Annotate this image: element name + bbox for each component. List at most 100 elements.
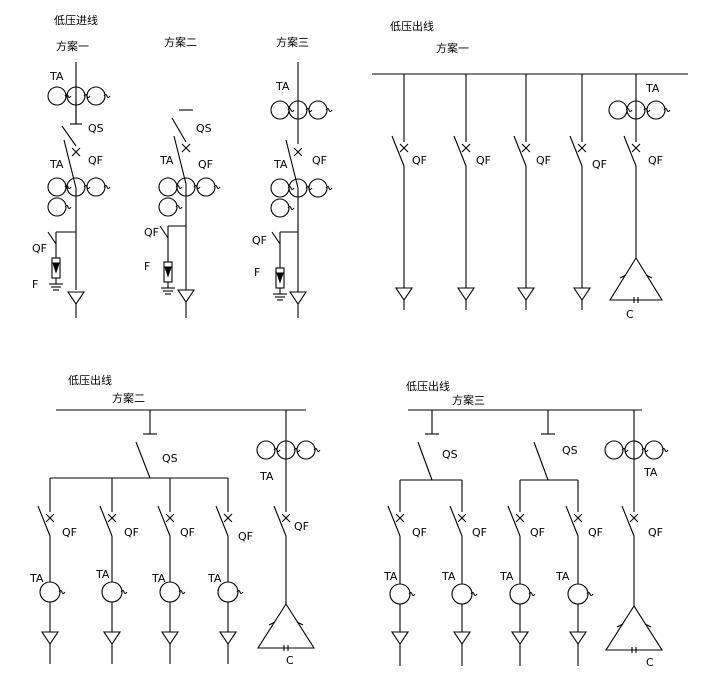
ct-circle [308, 100, 328, 120]
ct-circle [47, 197, 67, 217]
current-transformer-symbol [101, 581, 128, 603]
label-ta: TA [159, 154, 174, 167]
circuit-breaker-symbol [63, 139, 81, 189]
label-qs: QS [562, 444, 578, 457]
circuit-breaker-symbol [99, 505, 117, 537]
label-qf: QF [312, 154, 327, 167]
current-transformer-symbol [159, 581, 186, 603]
label-f: F [144, 260, 150, 273]
capacitor-plate [619, 274, 627, 279]
label-qf: QF [472, 526, 487, 539]
label-ta: TA [259, 470, 274, 483]
label-ta: TA [645, 82, 660, 95]
current-transformer-symbol [608, 100, 633, 120]
feeder-arrow-symbol [568, 631, 588, 645]
label-f: F [254, 266, 260, 279]
capacitor-bank-symbol [256, 602, 316, 651]
current-transformer-symbol [47, 177, 72, 197]
feeder-arrow-symbol [102, 631, 122, 645]
current-transformer-symbol [86, 86, 111, 106]
ct-circle [509, 583, 531, 605]
ct-circle [176, 177, 196, 197]
breaker-cross [281, 513, 291, 523]
ct-circle [159, 581, 181, 603]
breaker-cross [521, 143, 531, 153]
current-transformer-symbol [47, 86, 72, 106]
arrow-triangle [394, 287, 414, 301]
arrow-triangle [510, 631, 530, 645]
ct-circle [567, 583, 589, 605]
circuit-breaker-symbol [623, 135, 641, 167]
label-c: C [646, 656, 654, 669]
disconnector-symbol [533, 433, 555, 481]
breaker-blade [215, 505, 229, 537]
ct-winding [325, 107, 333, 113]
circuit-breaker-symbol [157, 505, 175, 537]
current-transformer-symbol [296, 440, 321, 460]
label-qf: QF [648, 526, 663, 539]
label-ta: TA [275, 80, 290, 93]
breaker-cross [631, 143, 641, 153]
ct-circle [270, 178, 290, 198]
ct-winding [58, 589, 66, 595]
capacitor-plate [616, 623, 624, 628]
ct-circle [308, 178, 328, 198]
breaker-blade [449, 505, 463, 537]
ct-winding [287, 205, 295, 211]
ct-winding [528, 591, 536, 597]
ct-winding [325, 185, 333, 191]
circuit-breaker-symbol [449, 505, 467, 537]
feeder-arrow-symbol [218, 631, 238, 645]
arrester-mark [276, 272, 284, 284]
disconnector-symbol [171, 109, 193, 143]
label-qf: QF [144, 226, 159, 239]
breaker-cross [629, 513, 639, 523]
feeder-arrow-symbol [160, 631, 180, 645]
ct-circle [626, 100, 646, 120]
ct-circle [66, 86, 86, 106]
ct-winding [236, 589, 244, 595]
labels-layer: 低压进线 方案一 方案二 方案三 低压出线 方案一 低压出线 方案二 低压出线 … [29, 13, 663, 669]
current-transformer-symbol [86, 177, 111, 197]
ct-circle [158, 177, 178, 197]
arrow-triangle [218, 631, 238, 645]
breaker-blade [273, 505, 287, 537]
label-qf: QF [62, 526, 77, 539]
arrow-triangle [568, 631, 588, 645]
ct-winding [663, 107, 671, 113]
feeder-arrow-symbol [176, 289, 196, 303]
breaker-cross [399, 143, 409, 153]
arrow-triangle [288, 291, 308, 305]
label-qf: QF [412, 154, 427, 167]
arrow-triangle [516, 287, 536, 301]
capacitor-triangle [604, 604, 664, 651]
ct-circle [86, 177, 106, 197]
ct-circle [296, 440, 316, 460]
label-ta: TA [151, 572, 166, 585]
breaker-cross [515, 513, 525, 523]
breaker-cross [457, 513, 467, 523]
ct-circle [451, 583, 473, 605]
label-qf: QF [294, 520, 309, 533]
circuit-breaker-symbol [273, 505, 291, 537]
breaker-cross [293, 147, 303, 157]
label-c: C [286, 654, 294, 667]
scheme-label-in-1: 方案一 [56, 39, 89, 53]
ct-circle [196, 177, 216, 197]
current-transformer-symbol [270, 178, 295, 198]
ct-circle [288, 178, 308, 198]
breaker-blade [623, 135, 637, 167]
arrow-triangle [390, 631, 410, 645]
breaker-blade [453, 135, 467, 167]
feeder-arrow-symbol [66, 291, 86, 305]
disconnector-blade [417, 441, 433, 481]
breaker-blade [391, 135, 405, 167]
breaker-blade [507, 505, 521, 537]
ct-circle [86, 86, 106, 106]
ct-winding [178, 589, 186, 595]
label-ta: TA [273, 158, 288, 171]
circuit-breaker-symbol [37, 505, 55, 537]
scheme-label-in-2: 方案二 [164, 35, 197, 49]
label-qf: QF [88, 154, 103, 167]
